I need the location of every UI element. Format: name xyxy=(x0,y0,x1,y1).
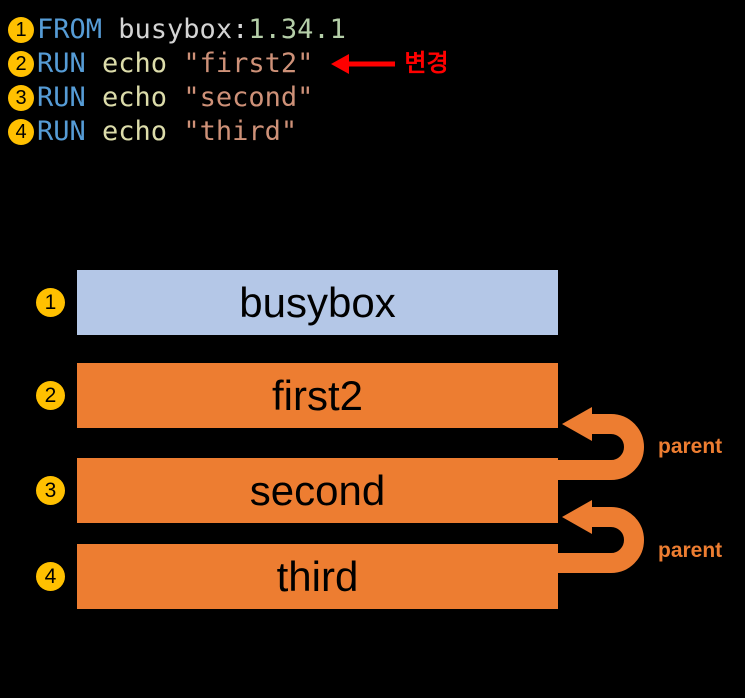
layer-badge-1: 1 xyxy=(36,288,65,317)
code-image-name: busybox: xyxy=(118,14,249,45)
step-badge-4: 4 xyxy=(8,119,34,145)
layer-badge-3: 3 xyxy=(36,476,65,505)
layer-label: first2 xyxy=(271,371,363,419)
layer-row-first2: 2 first2 xyxy=(0,363,745,428)
code-string: "second" xyxy=(183,82,314,113)
step-badge-2: 2 xyxy=(8,51,34,77)
layer-box-second: second xyxy=(77,458,558,523)
layer-badge-4: 4 xyxy=(36,562,65,591)
layer-label: third xyxy=(276,552,359,600)
layer-label: busybox xyxy=(239,278,396,326)
step-badge-3: 3 xyxy=(8,85,34,111)
parent-label: parent xyxy=(658,435,723,458)
layer-row-third: 4 third xyxy=(0,544,745,609)
code-keyword: RUN xyxy=(37,48,103,79)
dockerfile-code: 1 FROM busybox: 1.34.1 2 RUN echo "first… xyxy=(8,13,449,149)
layer-box-third: third xyxy=(77,544,558,609)
layer-row-busybox: 1 busybox xyxy=(0,270,745,335)
parent-label: parent xyxy=(658,539,723,562)
code-line-run-second: 3 RUN echo "second" xyxy=(8,81,449,115)
layer-label: second xyxy=(249,466,386,514)
code-command: echo xyxy=(102,116,184,147)
code-line-run-third: 4 RUN echo "third" xyxy=(8,115,449,149)
layer-box-first2: first2 xyxy=(77,363,558,428)
code-string: "third" xyxy=(183,116,298,147)
layer-badge-2: 2 xyxy=(36,381,65,410)
code-keyword: RUN xyxy=(37,82,103,113)
code-command: echo xyxy=(102,48,184,79)
code-line-run-first2: 2 RUN echo "first2" 변경 xyxy=(8,47,449,81)
code-keyword: FROM xyxy=(37,14,119,45)
code-string: "first2" xyxy=(183,48,314,79)
code-line-from: 1 FROM busybox: 1.34.1 xyxy=(8,13,449,47)
step-badge-1: 1 xyxy=(8,17,34,43)
code-keyword: RUN xyxy=(37,116,103,147)
layer-box-busybox: busybox xyxy=(77,270,558,335)
change-arrow-icon xyxy=(331,54,396,74)
code-command: echo xyxy=(102,82,184,113)
layer-row-second: 3 second xyxy=(0,458,745,523)
change-annotation: 변경 xyxy=(404,50,449,77)
code-image-tag: 1.34.1 xyxy=(248,14,346,45)
